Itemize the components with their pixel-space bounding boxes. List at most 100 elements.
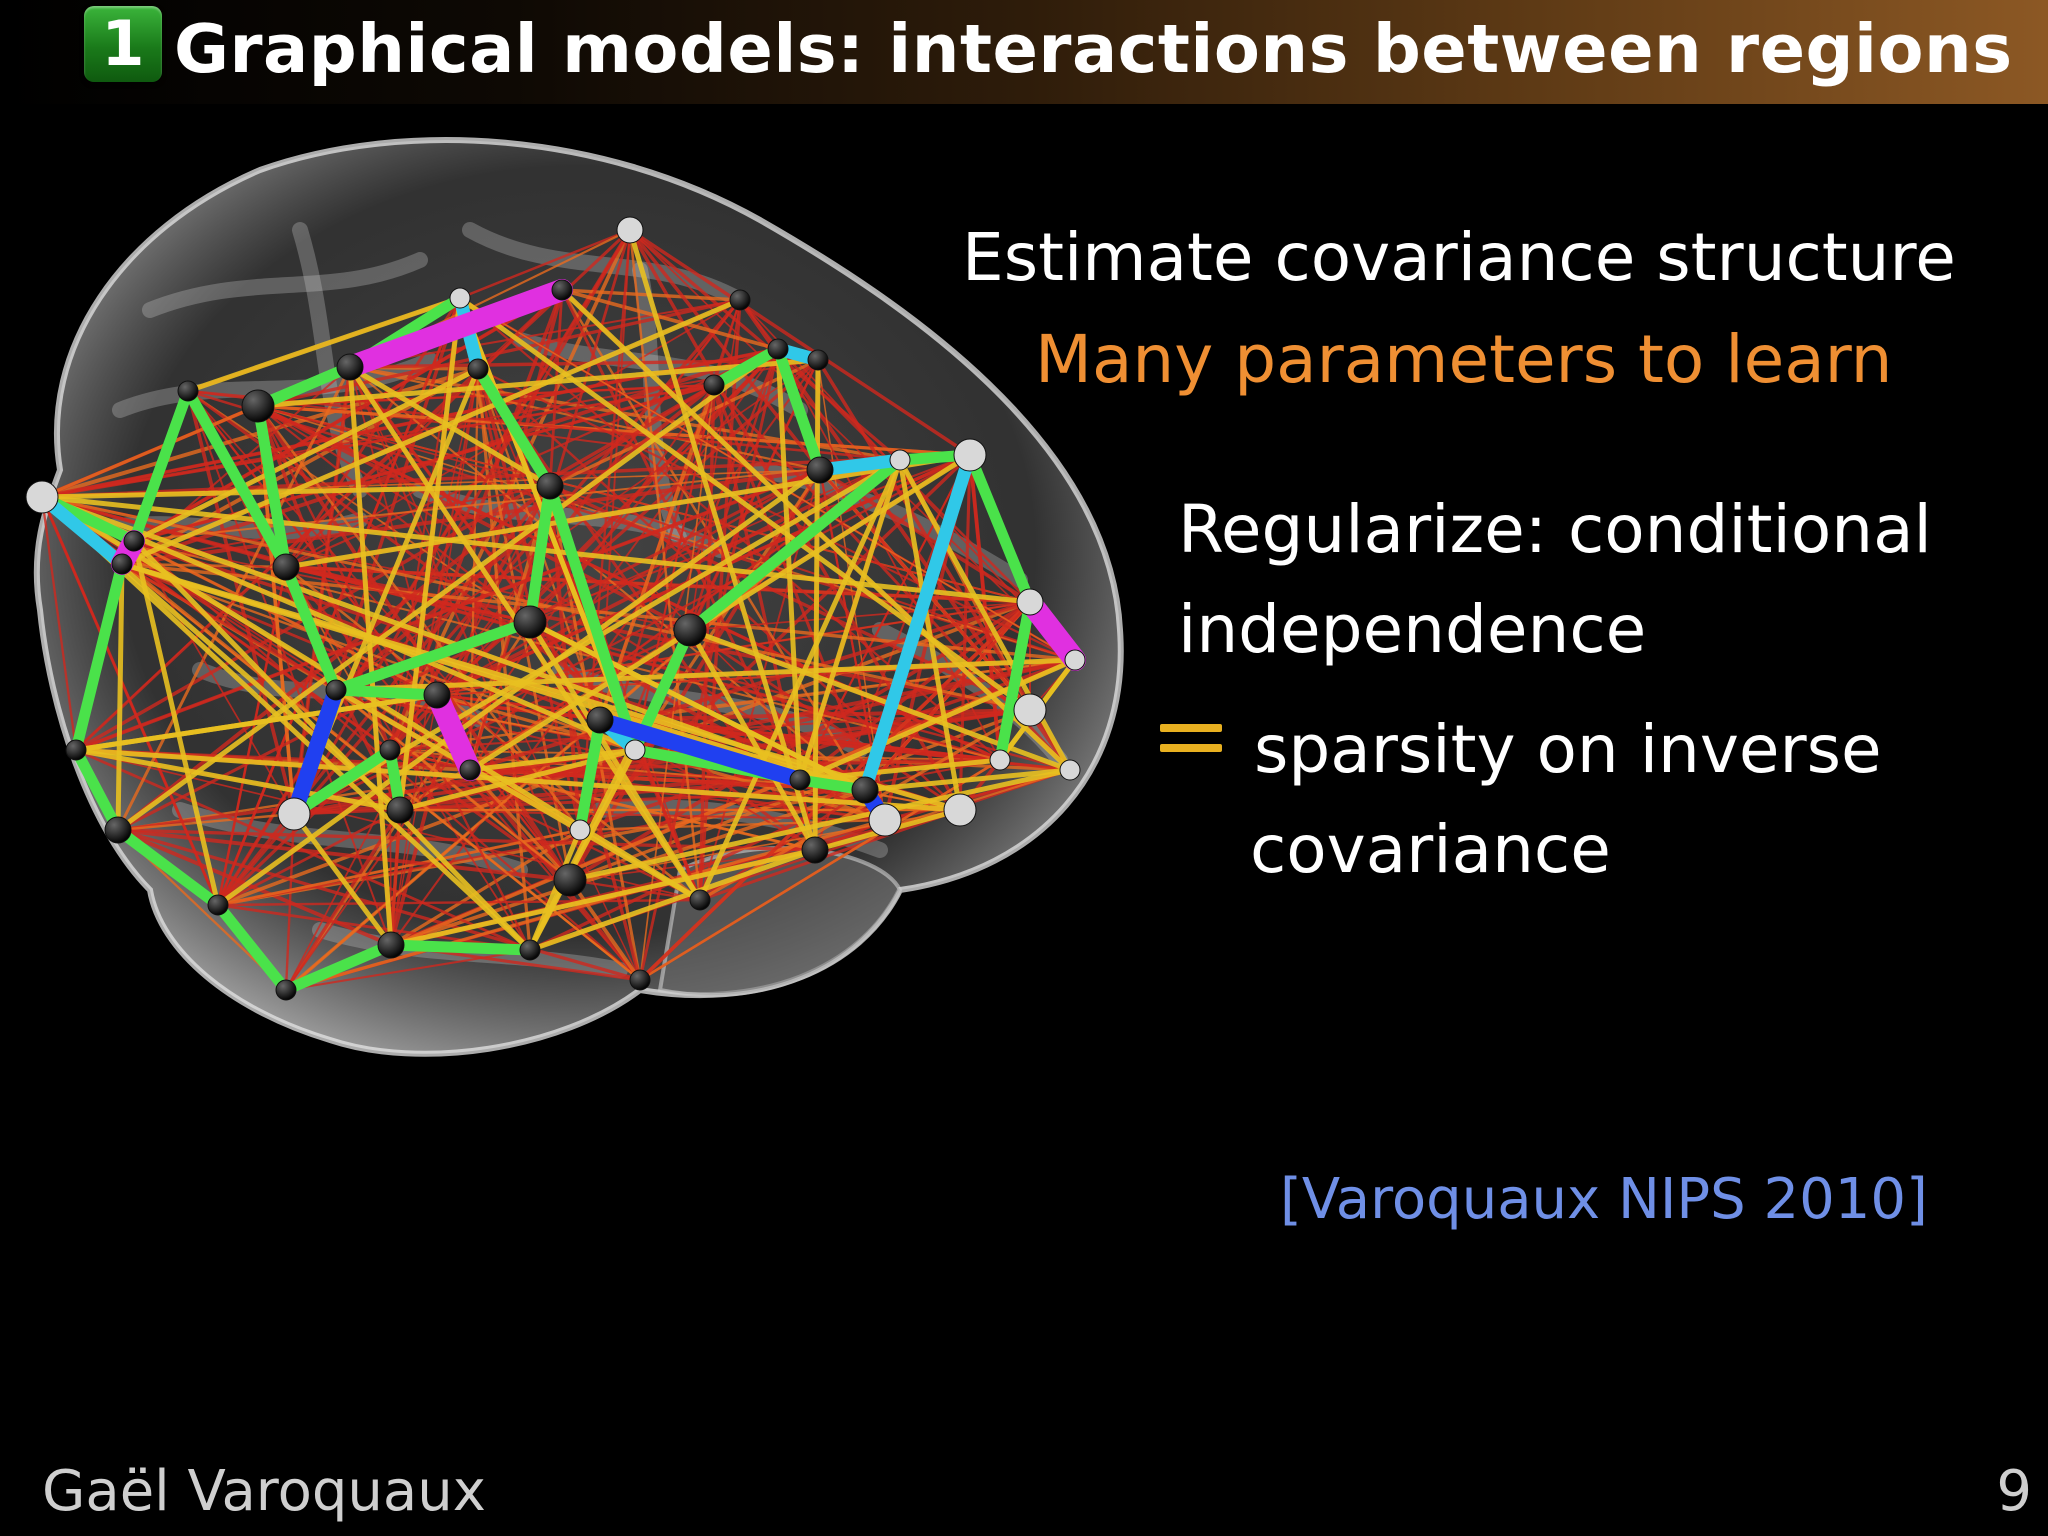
graph-node xyxy=(519,939,541,961)
graph-edge-medium xyxy=(131,366,481,544)
graph-edge-medium xyxy=(527,619,703,903)
graph-edge-strong xyxy=(524,480,556,628)
graph-edge-medium xyxy=(185,295,463,394)
graph-edge-strong xyxy=(128,385,194,547)
regularize-text-line1: Regularize: conditional xyxy=(1178,491,1932,568)
graph-edge-weak xyxy=(459,297,1076,661)
graph-edge-weak xyxy=(187,389,816,852)
graph-edge-weak xyxy=(389,297,461,751)
title-bar: 1 Graphical models: interactions between… xyxy=(0,0,2048,104)
graph-edge-strong xyxy=(70,558,128,756)
graph-edge-medium xyxy=(291,811,394,948)
graph-node xyxy=(1016,588,1044,616)
graph-edge-weak xyxy=(549,485,1076,661)
graph-node xyxy=(629,969,651,991)
graph-edge-medium xyxy=(73,747,403,813)
graph-edge-strong xyxy=(70,744,124,836)
graph-node xyxy=(868,803,902,837)
graph-node xyxy=(807,349,829,371)
graph-edge-magenta xyxy=(426,684,481,781)
graph-edge-medium xyxy=(131,538,221,908)
equals-icon xyxy=(1160,720,1224,760)
graph-edge-weak xyxy=(477,368,1076,661)
graph-edge-strong xyxy=(994,596,1036,766)
graph-edge-weak xyxy=(549,383,715,488)
graph-node xyxy=(989,749,1011,771)
graph-edge-weak xyxy=(561,288,779,351)
brain-gyrus xyxy=(292,222,368,498)
graph-edge-strong xyxy=(772,343,826,476)
graph-edge-weak xyxy=(469,600,1031,772)
graph-node xyxy=(379,739,401,761)
graph-edge-blue xyxy=(286,682,344,822)
graph-node xyxy=(377,931,405,959)
graph-node xyxy=(586,706,614,734)
graph-edge-weak xyxy=(216,566,288,906)
graph-node xyxy=(729,289,751,311)
graph-edge-strong xyxy=(280,939,397,996)
graph-edge-medium xyxy=(131,538,533,953)
graph-edge-magenta xyxy=(339,279,573,378)
graph-edge-weak xyxy=(217,808,401,907)
graph-node xyxy=(325,679,347,701)
graph-node xyxy=(423,681,451,709)
graph-node xyxy=(703,374,725,396)
estimate-covariance-text: Estimate covariance structure xyxy=(962,219,1956,296)
regularize-text-line2: independence xyxy=(1178,591,1647,668)
graph-edge-strong xyxy=(112,824,224,911)
graph-edge-medium xyxy=(255,357,821,409)
graph-edge-weak xyxy=(389,809,402,946)
sparsity-text-line2: covariance xyxy=(1250,811,1611,888)
graph-edge-weak xyxy=(217,828,581,907)
graph-edge-medium xyxy=(119,561,963,813)
graph-edge-weak xyxy=(459,228,631,300)
graph-edge-medium xyxy=(215,467,823,908)
graph-edge-strong xyxy=(288,744,396,820)
graph-node xyxy=(551,279,573,301)
graph-edge-weak xyxy=(549,358,819,488)
graph-edge-strong xyxy=(574,714,606,836)
graph-edge-weak xyxy=(284,809,402,991)
graph-edge-weak xyxy=(458,297,642,981)
graph-edge-medium xyxy=(862,767,1073,793)
graph-edge-medium xyxy=(687,627,818,853)
graph-node xyxy=(553,863,587,897)
graph-node xyxy=(336,353,364,381)
graph-node xyxy=(1064,649,1086,671)
graph-edge-medium xyxy=(527,619,868,793)
graph-edge-strong xyxy=(684,454,906,636)
graph-node xyxy=(616,216,644,244)
graph-node xyxy=(386,796,414,824)
graph-node xyxy=(459,759,481,781)
graph-node xyxy=(1013,693,1047,727)
graph-edge-weak xyxy=(349,358,819,369)
graph-edge-medium xyxy=(388,847,818,948)
graph-node xyxy=(241,389,275,423)
graph-node xyxy=(275,979,297,1001)
graph-edge-medium xyxy=(527,847,818,953)
graph-edge-weak xyxy=(217,903,531,952)
graph-nodes xyxy=(25,216,1086,1001)
graph-node xyxy=(467,358,489,380)
graph-edge-weak xyxy=(284,813,296,991)
citation-link[interactable]: [Varoquaux NIPS 2010] xyxy=(1280,1167,1928,1232)
graph-edge-weak xyxy=(799,454,971,781)
graph-edge-medium xyxy=(697,457,903,903)
graph-node xyxy=(449,287,471,309)
graph-edge-weak xyxy=(548,289,564,487)
brain-gyrus xyxy=(142,252,428,318)
graph-edge-weak xyxy=(285,384,715,991)
graph-edge-medium xyxy=(115,346,781,833)
graph-edge-weak xyxy=(293,708,1031,816)
graph-edge-strong xyxy=(252,361,356,412)
graph-node xyxy=(1059,759,1081,781)
graph-edge-strong xyxy=(330,684,443,701)
graph-node xyxy=(272,553,300,581)
section-number-badge: 1 xyxy=(84,6,162,82)
graph-edge-weak xyxy=(712,299,742,386)
graph-edge-strong xyxy=(385,939,536,956)
graph-node xyxy=(104,816,132,844)
graph-edge-weak xyxy=(698,384,716,901)
graph-edge-medium xyxy=(283,452,973,570)
